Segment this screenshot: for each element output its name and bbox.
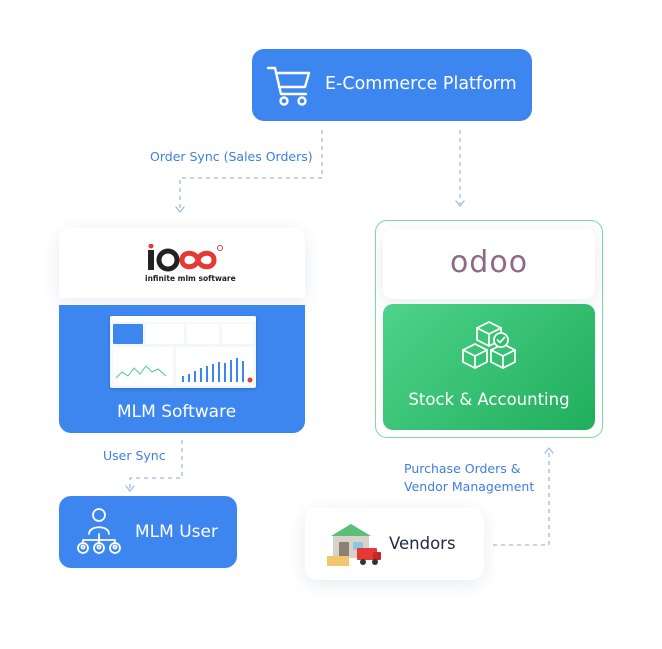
- arrow-head-user: [125, 485, 135, 493]
- iomlm-logo-box: infinite mlm software: [59, 228, 305, 298]
- arrow-head-odoo: [455, 200, 465, 208]
- odoo-logo: odoo: [449, 245, 529, 280]
- vendors-box: Vendors: [305, 508, 484, 580]
- purchase-orders-line2: Vendor Management: [404, 479, 535, 494]
- stock-accounting-label: Stock & Accounting: [408, 390, 570, 409]
- iomlm-tagline: infinite mlm software: [145, 274, 236, 283]
- mlm-software-label: MLM Software: [117, 402, 237, 422]
- odoo-stock-frame: [375, 220, 603, 438]
- ecommerce-platform-label: E-Commerce Platform: [325, 74, 517, 94]
- connector-ecom-to-mlm: [179, 130, 323, 210]
- mlm-software-box: MLM Software: [59, 305, 305, 433]
- vendors-label: Vendors: [389, 534, 456, 553]
- infinity-logo-icon: [148, 244, 223, 272]
- arrow-head-mlm: [175, 206, 185, 214]
- connector-vendors-to-stock: [493, 450, 550, 546]
- mlm-user-label: MLM User: [135, 522, 218, 542]
- dashboard-thumbnail-graphic: [110, 316, 256, 385]
- dashboard-screenshot: [110, 316, 256, 388]
- connector-mlm-to-user: [129, 440, 183, 488]
- stock-accounting-box: Stock & Accounting: [383, 304, 595, 430]
- user-network-icon: [77, 508, 121, 554]
- odoo-logo-box: odoo: [383, 229, 595, 299]
- user-sync-label: User Sync: [103, 448, 166, 463]
- mlm-user-box: MLM User: [59, 496, 237, 568]
- ecommerce-platform-box: E-Commerce Platform: [252, 49, 532, 121]
- boxes-check-icon: [462, 321, 516, 369]
- shopping-cart-icon: [266, 66, 311, 106]
- purchase-orders-line1: Purchase Orders &: [404, 461, 521, 476]
- arrow-head-stock: [544, 446, 554, 454]
- purchase-orders-label: Purchase Orders & Vendor Management: [404, 460, 534, 496]
- warehouse-truck-icon: [327, 524, 381, 566]
- order-sync-label: Order Sync (Sales Orders): [150, 149, 313, 164]
